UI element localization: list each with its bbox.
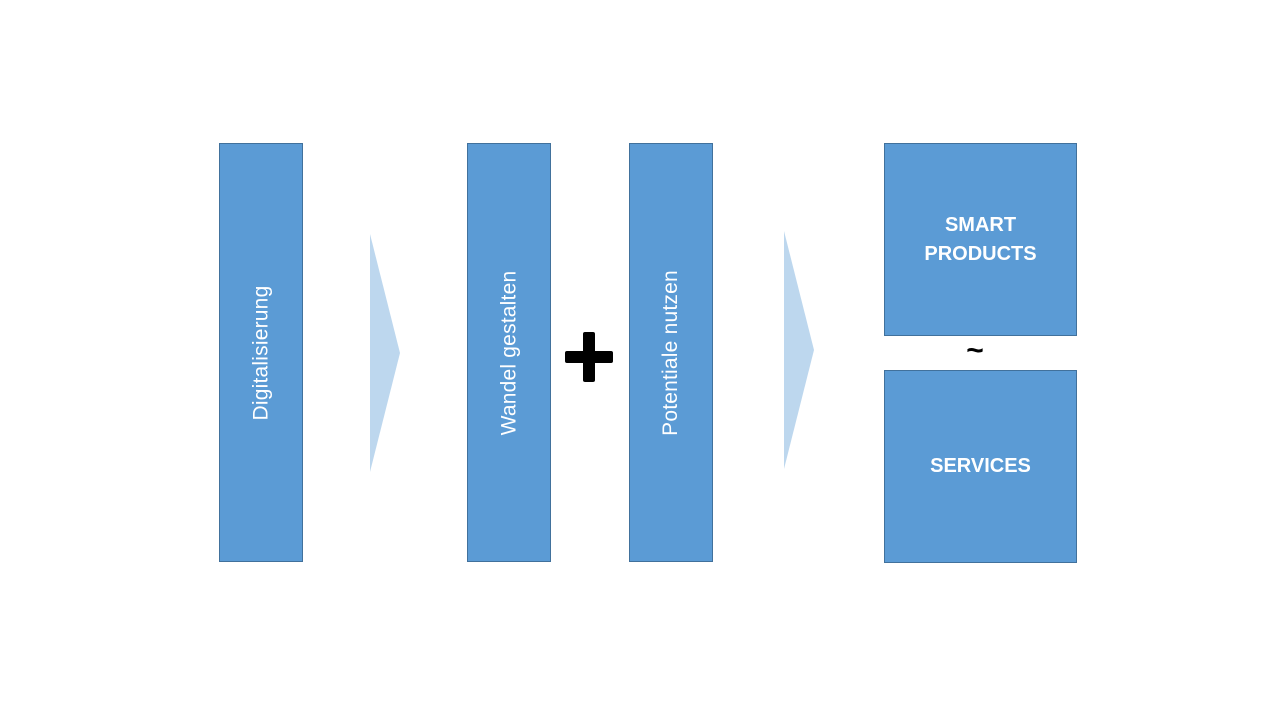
tilde-operator: ~ xyxy=(966,334,984,367)
digitalisierung-box: Digitalisierung xyxy=(219,143,303,562)
smart-products-label: SMART PRODUCTS xyxy=(924,213,1037,265)
services-box: SERVICES xyxy=(884,370,1077,563)
services-label: SERVICES xyxy=(930,455,1031,477)
plus-icon: + xyxy=(565,332,613,382)
potentiale-nutzen-box: Potentiale nutzen xyxy=(629,143,713,562)
wandel-gestalten-label: Wandel gestalten xyxy=(497,270,521,435)
digitalisierung-label: Digitalisierung xyxy=(249,285,272,420)
chevron-right-icon xyxy=(370,234,400,472)
potentiale-nutzen-label: Potentiale nutzen xyxy=(659,269,683,436)
smart-products-box: SMART PRODUCTS xyxy=(884,143,1077,336)
chevron-right-icon xyxy=(784,231,814,469)
wandel-gestalten-box: Wandel gestalten xyxy=(467,143,551,562)
